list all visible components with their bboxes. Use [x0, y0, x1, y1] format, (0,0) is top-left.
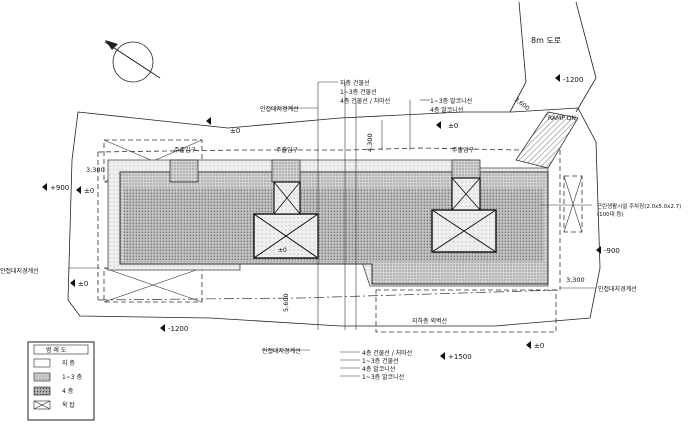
underground-line-label: 지하층 외벽선 [412, 317, 447, 325]
legend: 범 례 도 지 층 1~3 층 4 층 옥 탑 [27, 341, 95, 421]
dim-setback-top-left: 3,300 [86, 166, 105, 174]
road-label: 8m 도로 [531, 36, 561, 45]
legend-item-floor-4: 4 층 [62, 387, 74, 395]
left-lower-cross-box [103, 267, 203, 303]
level-bottom-minus-1200: -1200 [168, 325, 188, 333]
legend-title: 범 례 도 [46, 346, 67, 354]
legend-swatch-rooftop [33, 400, 51, 410]
level-markers [42, 74, 601, 360]
legend-item-rooftop: 옥 탑 [62, 401, 75, 409]
callout-bottom-3: 4층 발코니선 [362, 365, 395, 373]
level-plus-900: +900 [50, 184, 69, 192]
level-minus-900: -900 [604, 247, 620, 255]
dim-setback-right: 3,300 [566, 276, 585, 284]
legend-item-basement: 지 층 [62, 359, 75, 367]
setback-line-top [97, 147, 560, 153]
entrance-label-mid: 주출입구 [276, 146, 299, 154]
level-core: ±0 [278, 247, 287, 254]
level-top-right: ±0 [448, 122, 458, 130]
boundary-label-bottom: 인접대지경계선 [262, 347, 301, 355]
callout-top-3: 4층 건물선 / 처마선 [340, 97, 390, 105]
level-left-inner: ±0 [84, 187, 94, 195]
boundary-label-left: 인접대지경계선 [0, 267, 39, 275]
dim-ramp: 3,600 [513, 96, 531, 112]
level-top-road: -1200 [563, 76, 583, 84]
callout-top-right-1: 1~3층 발코니선 [430, 97, 472, 105]
parking-label: 근린생활시설 주차장(2.0x5.0x2.7) [597, 202, 681, 210]
entrance-label-right: 주출입구 [452, 146, 475, 154]
callout-top-2: 1~3층 건물선 [340, 88, 377, 96]
parking-count: (100대 등) [597, 210, 624, 218]
entrance-label-left: 주출입구 [174, 146, 197, 154]
legend-item-floor-1-3: 1~3 층 [62, 373, 83, 381]
legend-swatch-floor-1-3 [33, 372, 51, 382]
boundary-label-right: 인접대지경계선 [598, 285, 637, 293]
core-right [431, 177, 497, 253]
boundary-label-top: 인접대지경계선 [260, 105, 299, 113]
dim-setback-bottom: 5,600 [282, 293, 290, 312]
entrance-box-mid [271, 159, 301, 183]
parking-slot [563, 175, 583, 233]
callout-bottom-2: 1~3층 건물선 [362, 357, 399, 365]
underground-outline [375, 289, 557, 333]
north-arrow-icon [104, 40, 161, 83]
ramp-label: RAMP DN [548, 115, 576, 122]
road-edge-lines [509, 1, 597, 113]
legend-swatch-basement [33, 358, 51, 368]
setback-line-bottom [97, 289, 561, 301]
callout-bottom-4: 1~3층 발코니선 [362, 373, 404, 381]
level-bottom-right: ±0 [534, 342, 544, 350]
callout-bottom-1: 4층 건물선 / 처마선 [362, 349, 412, 357]
site-boundary [67, 107, 601, 327]
ramp [515, 111, 579, 169]
dim-setback-top-mid: 4,300 [366, 133, 374, 152]
callout-top-1: 지층 건물선 [340, 79, 370, 87]
leader-lines [68, 81, 596, 377]
level-plus-1500: +1500 [448, 353, 472, 361]
level-top-left: ±0 [230, 127, 240, 135]
legend-swatch-floor-4 [33, 386, 51, 396]
callout-top-right-2: 4층 발코니선 [430, 106, 463, 114]
core-mid [253, 181, 319, 259]
entrance-box-left [169, 159, 199, 183]
level-bottom-left: ±0 [78, 280, 88, 288]
